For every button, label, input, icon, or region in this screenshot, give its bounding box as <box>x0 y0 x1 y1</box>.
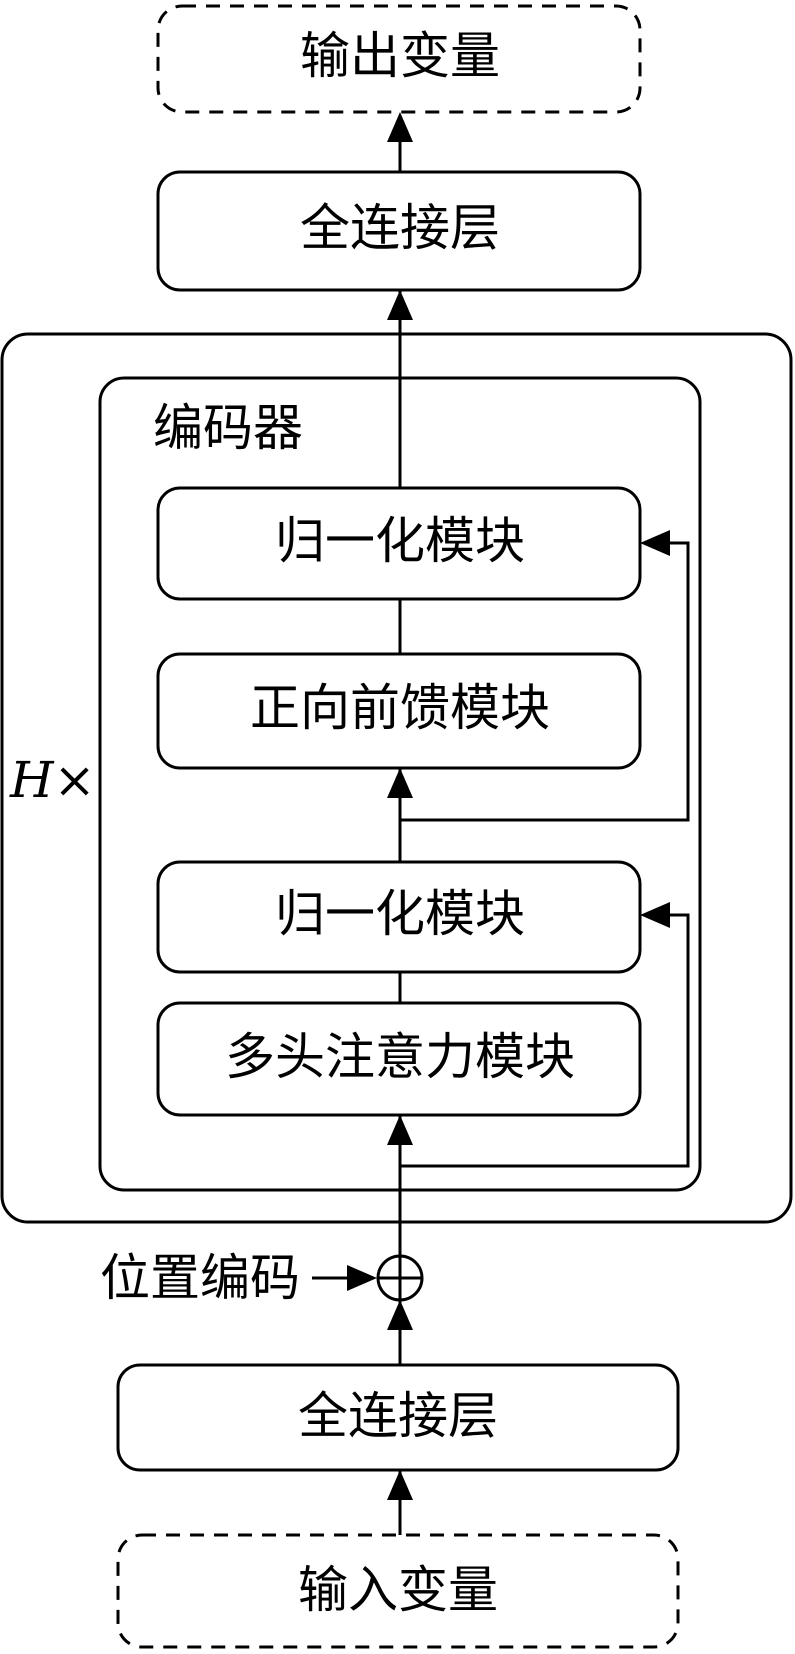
positional-encoding-label: 位置编码 <box>100 1249 300 1307</box>
norm-module-bottom-box <box>156 860 642 974</box>
feed-forward-module-box <box>156 652 642 770</box>
fc-layer-top-box <box>156 170 642 292</box>
repeat-count-label: H× <box>9 751 96 809</box>
fc-layer-bottom-label: 全连接层 <box>298 1387 498 1445</box>
arrowhead-into-fc-top <box>387 290 413 320</box>
encoder-label: 编码器 <box>153 399 303 457</box>
residual-connection-attention <box>400 913 690 1168</box>
input-variable-label: 输入变量 <box>298 1561 498 1619</box>
arrowhead-into-ffn <box>387 768 413 798</box>
input-variable-box <box>116 1533 680 1649</box>
arrowhead-into-fc-bottom <box>387 1470 413 1500</box>
arrowhead-into-mha <box>387 1115 413 1145</box>
output-variable-box <box>156 4 642 114</box>
arrowhead-residual-attention <box>640 902 670 928</box>
norm-module-bottom-label: 归一化模块 <box>275 885 525 943</box>
multi-head-attention-module-box <box>156 1001 642 1117</box>
fc-layer-bottom-box <box>116 1363 680 1472</box>
arrowhead-into-output <box>387 112 413 142</box>
repeat-container <box>0 332 793 1224</box>
multi-head-attention-module-label: 多头注意力模块 <box>225 1028 575 1086</box>
fc-layer-top-label: 全连接层 <box>300 199 500 257</box>
arrowhead-positional-encoding <box>347 1265 377 1291</box>
norm-module-top-label: 归一化模块 <box>275 512 525 570</box>
sum-node <box>376 1254 424 1302</box>
residual-connection-feedforward <box>400 541 690 822</box>
arrowhead-residual-feedforward <box>640 530 670 556</box>
feed-forward-module-label: 正向前馈模块 <box>250 679 550 737</box>
norm-module-top-box <box>156 486 642 601</box>
output-variable-label: 输出变量 <box>300 27 500 85</box>
arrowhead-into-sum <box>387 1300 413 1330</box>
